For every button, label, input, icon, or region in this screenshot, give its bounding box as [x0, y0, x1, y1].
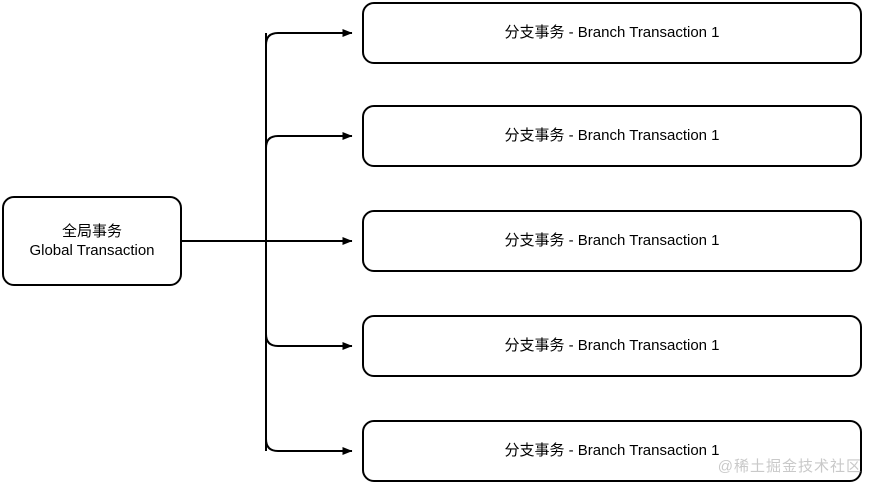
node-global-transaction-line-cn: 全局事务	[61, 222, 122, 240]
connector-branch-5	[265, 438, 353, 455]
node-branch-transaction-5[interactable]: 分支事务 - Branch Transaction 1	[362, 420, 862, 482]
node-branch-transaction-2[interactable]: 分支事务 - Branch Transaction 1	[362, 105, 862, 167]
connector-branch-4	[265, 333, 353, 350]
connector-branch-2	[265, 132, 353, 149]
node-branch-transaction-4-label: 分支事务 - Branch Transaction 1	[504, 337, 720, 355]
watermark-text: @稀土掘金技术社区	[717, 458, 862, 475]
node-branch-transaction-3-label: 分支事务 - Branch Transaction 1	[504, 232, 720, 250]
node-global-transaction[interactable]: 全局事务 Global Transaction	[2, 196, 182, 286]
node-branch-transaction-5-label: 分支事务 - Branch Transaction 1	[504, 442, 720, 460]
node-branch-transaction-1-label: 分支事务 - Branch Transaction 1	[504, 24, 720, 42]
node-branch-transaction-1[interactable]: 分支事务 - Branch Transaction 1	[362, 2, 862, 64]
node-global-transaction-line-en: Global Transaction	[29, 242, 155, 259]
node-branch-transaction-2-label: 分支事务 - Branch Transaction 1	[504, 127, 720, 145]
connector-branch-1	[265, 29, 353, 46]
node-branch-transaction-3[interactable]: 分支事务 - Branch Transaction 1	[362, 210, 862, 272]
node-branch-transaction-4[interactable]: 分支事务 - Branch Transaction 1	[362, 315, 862, 377]
